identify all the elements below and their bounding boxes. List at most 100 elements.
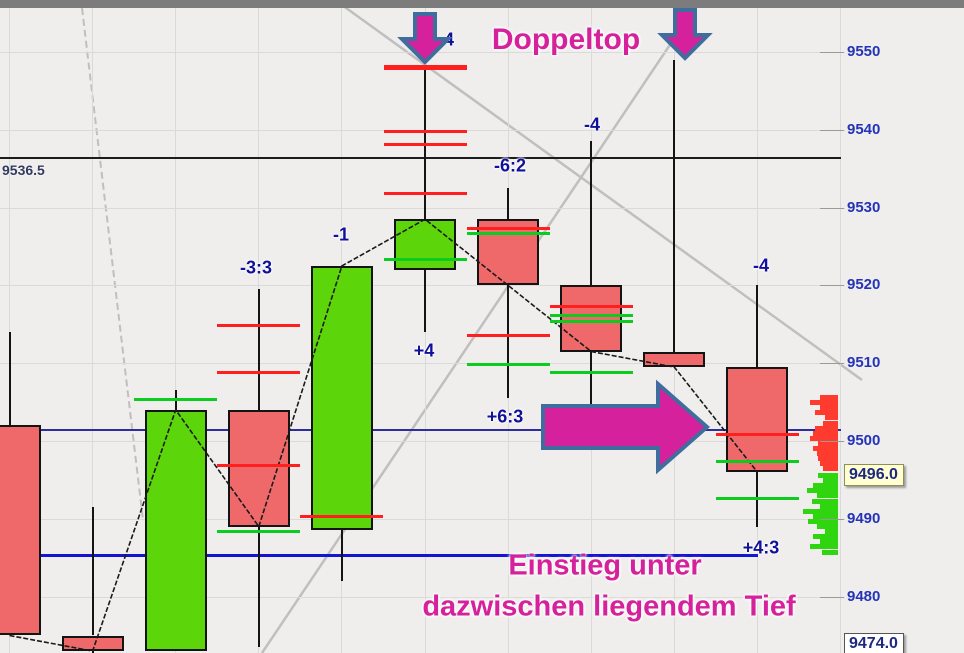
signal-level-red [466, 334, 550, 337]
candle-wick [507, 285, 510, 399]
volume-profile-bar-red [820, 405, 838, 411]
volume-profile-bar-red [813, 430, 838, 436]
window-titlebar-edge [0, 0, 964, 8]
volume-profile-bar-green [803, 508, 838, 514]
volume-profile-bar-green [825, 529, 838, 535]
axis-tick [820, 519, 844, 520]
volume-profile-bar-red [815, 410, 838, 416]
volume-profile-bar-red [810, 435, 838, 441]
price-marker: 9496.0 [844, 464, 904, 486]
price-level-line [0, 554, 758, 557]
volume-profile-bar-red [820, 461, 838, 467]
axis-tick [820, 130, 844, 131]
candle-wick [257, 289, 260, 410]
down-arrow-icon [397, 12, 453, 65]
close-price-line [9, 218, 759, 652]
signal-level-green [549, 314, 633, 317]
axis-price-label: 9510 [847, 354, 881, 371]
gridline [9, 8, 10, 653]
gray-trendline [260, 0, 702, 653]
signal-level-red [466, 227, 550, 230]
volume-profile-bar-red [817, 451, 838, 457]
volume-profile-bar-red [820, 395, 838, 401]
volume-profile-bar-green [820, 539, 838, 545]
axis-tick [820, 597, 844, 598]
signal-level-red [217, 324, 301, 327]
axis-price-label: 9490 [847, 510, 881, 527]
gridline [92, 8, 94, 653]
volume-profile-bar-green [817, 493, 838, 499]
price-level-line [0, 157, 841, 159]
axis-price-label: 9550 [847, 43, 881, 60]
signal-level-green [715, 460, 799, 463]
candle-bullish [144, 409, 207, 652]
signal-level-green [383, 258, 467, 261]
left-price-level-label: 9536.5 [2, 162, 45, 178]
signal-level-red [715, 433, 799, 436]
entry-annotation-line2: dazwischen liegendem Tief [422, 590, 796, 623]
gridline [0, 441, 845, 442]
axis-tick [820, 441, 844, 442]
pattern-signal-label: -4 [752, 255, 770, 276]
volume-profile-bar-red [815, 425, 838, 431]
signal-level-red [549, 305, 633, 308]
gridline [0, 285, 845, 286]
signal-level-green [549, 371, 633, 374]
volume-profile-bar-red [810, 400, 838, 406]
gridline [0, 519, 845, 520]
pattern-signal-label: +6:3 [486, 406, 524, 427]
candle-bearish [726, 367, 789, 473]
volume-profile-bar-green [813, 513, 838, 519]
volume-profile-bar-green [808, 518, 838, 524]
volume-profile-bar-red [813, 446, 838, 452]
pattern-signal-label: -4 [583, 114, 601, 135]
candle-wick [424, 269, 426, 333]
volume-profile-bar-green [810, 544, 838, 550]
price-marker: 9474.0 [844, 633, 904, 653]
signal-level-green [134, 398, 218, 401]
volume-profile-bar-green [812, 498, 838, 504]
price-level-line [0, 429, 841, 431]
volume-profile-bar-green [823, 478, 838, 484]
signal-level-green [217, 530, 301, 533]
signal-level-red [217, 464, 301, 467]
candle-bearish [643, 351, 706, 368]
candle-bullish [394, 219, 456, 270]
volume-profile-bar-red [818, 456, 838, 462]
axis-price-label: 9520 [847, 276, 881, 293]
gray-trendline [334, 0, 863, 382]
gridline [0, 208, 845, 209]
candle-wick [590, 141, 593, 286]
pattern-signal-label: +4 [413, 340, 435, 361]
volume-profile-bar-green [817, 524, 838, 530]
entry-annotation-line1: Einstieg unter [508, 549, 702, 582]
pattern-signal-label: +4:3 [742, 537, 780, 558]
signal-level-red [383, 65, 467, 70]
gridline [0, 363, 845, 364]
volume-profile-bar-green [807, 488, 838, 494]
candle-bullish [310, 265, 373, 531]
right-arrow-icon [541, 379, 711, 475]
candle-wick [257, 526, 260, 648]
volume-profile-bar-red [818, 440, 838, 446]
volume-profile-bar-red [825, 415, 838, 421]
volume-profile-bar-red [823, 466, 838, 472]
axis-price-label: 9540 [847, 121, 881, 138]
candle-bearish [0, 425, 41, 636]
volume-profile-bar-green [813, 483, 838, 489]
volume-profile-bar-green [813, 534, 838, 540]
pattern-signal-label: -1 [332, 224, 350, 245]
signal-level-green [466, 232, 550, 235]
candle-bearish [477, 219, 540, 286]
signal-level-green [549, 320, 633, 323]
candle-wick [507, 188, 510, 220]
candle-bearish [227, 409, 290, 527]
signal-level-red [383, 130, 467, 133]
down-arrow-icon [657, 8, 713, 61]
axis-price-label: 9480 [847, 588, 881, 605]
candle-wick [756, 285, 759, 368]
volume-profile-bar-green [822, 549, 838, 555]
